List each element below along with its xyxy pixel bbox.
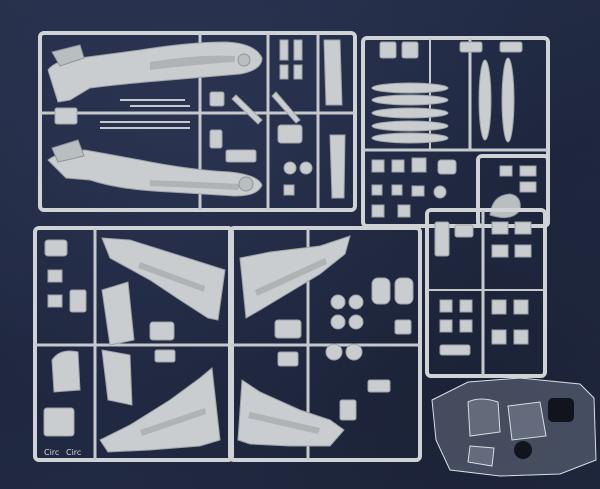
sprue-label-left: Circ	[44, 448, 59, 457]
sprue-fuselage	[38, 31, 357, 212]
wheels-and-gear	[274, 277, 414, 421]
sprue-wings-left: Circ Circ	[33, 226, 234, 462]
sprue-stores	[361, 36, 550, 228]
pylon-part	[329, 134, 346, 199]
dark-decal-part	[548, 398, 574, 422]
stabilizer-lower	[101, 349, 133, 406]
sprue-wings-right	[228, 226, 422, 462]
long-panel-part	[323, 39, 343, 106]
bombs-vertical	[379, 41, 523, 143]
wing-lower-left	[99, 367, 221, 453]
clear-parts-bag	[431, 377, 597, 477]
stabilizer-upper	[101, 281, 135, 346]
tail-fin-lower	[51, 139, 85, 163]
sprue-label-left-2: Circ	[66, 448, 81, 457]
detail-parts-column	[209, 39, 313, 196]
drop-tanks	[371, 82, 449, 144]
small-parts-left	[43, 239, 176, 437]
sprue-details-right	[425, 208, 547, 378]
canopy-dome	[489, 193, 521, 219]
wing-upper-left	[101, 237, 226, 321]
small-parts-grid	[371, 157, 457, 218]
small-panel-part	[54, 107, 78, 125]
tail-fin-upper	[51, 44, 85, 67]
small-parts-right	[434, 221, 532, 356]
